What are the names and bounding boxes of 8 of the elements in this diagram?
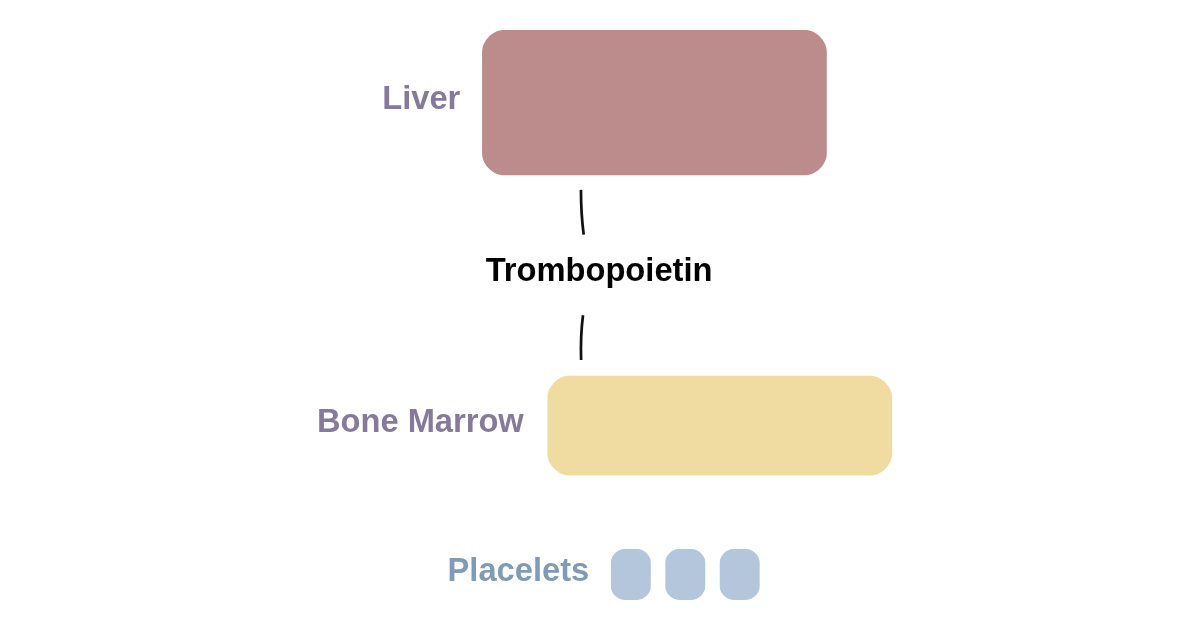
node-label: Liver bbox=[382, 78, 461, 116]
node-box bbox=[547, 375, 893, 476]
node-label: Bone Marrow bbox=[316, 401, 524, 439]
node-text: Trombopoietin bbox=[485, 251, 713, 289]
connector bbox=[579, 315, 585, 360]
connector bbox=[579, 189, 586, 235]
node-box bbox=[482, 30, 827, 176]
node-label: Placelets bbox=[447, 550, 590, 588]
